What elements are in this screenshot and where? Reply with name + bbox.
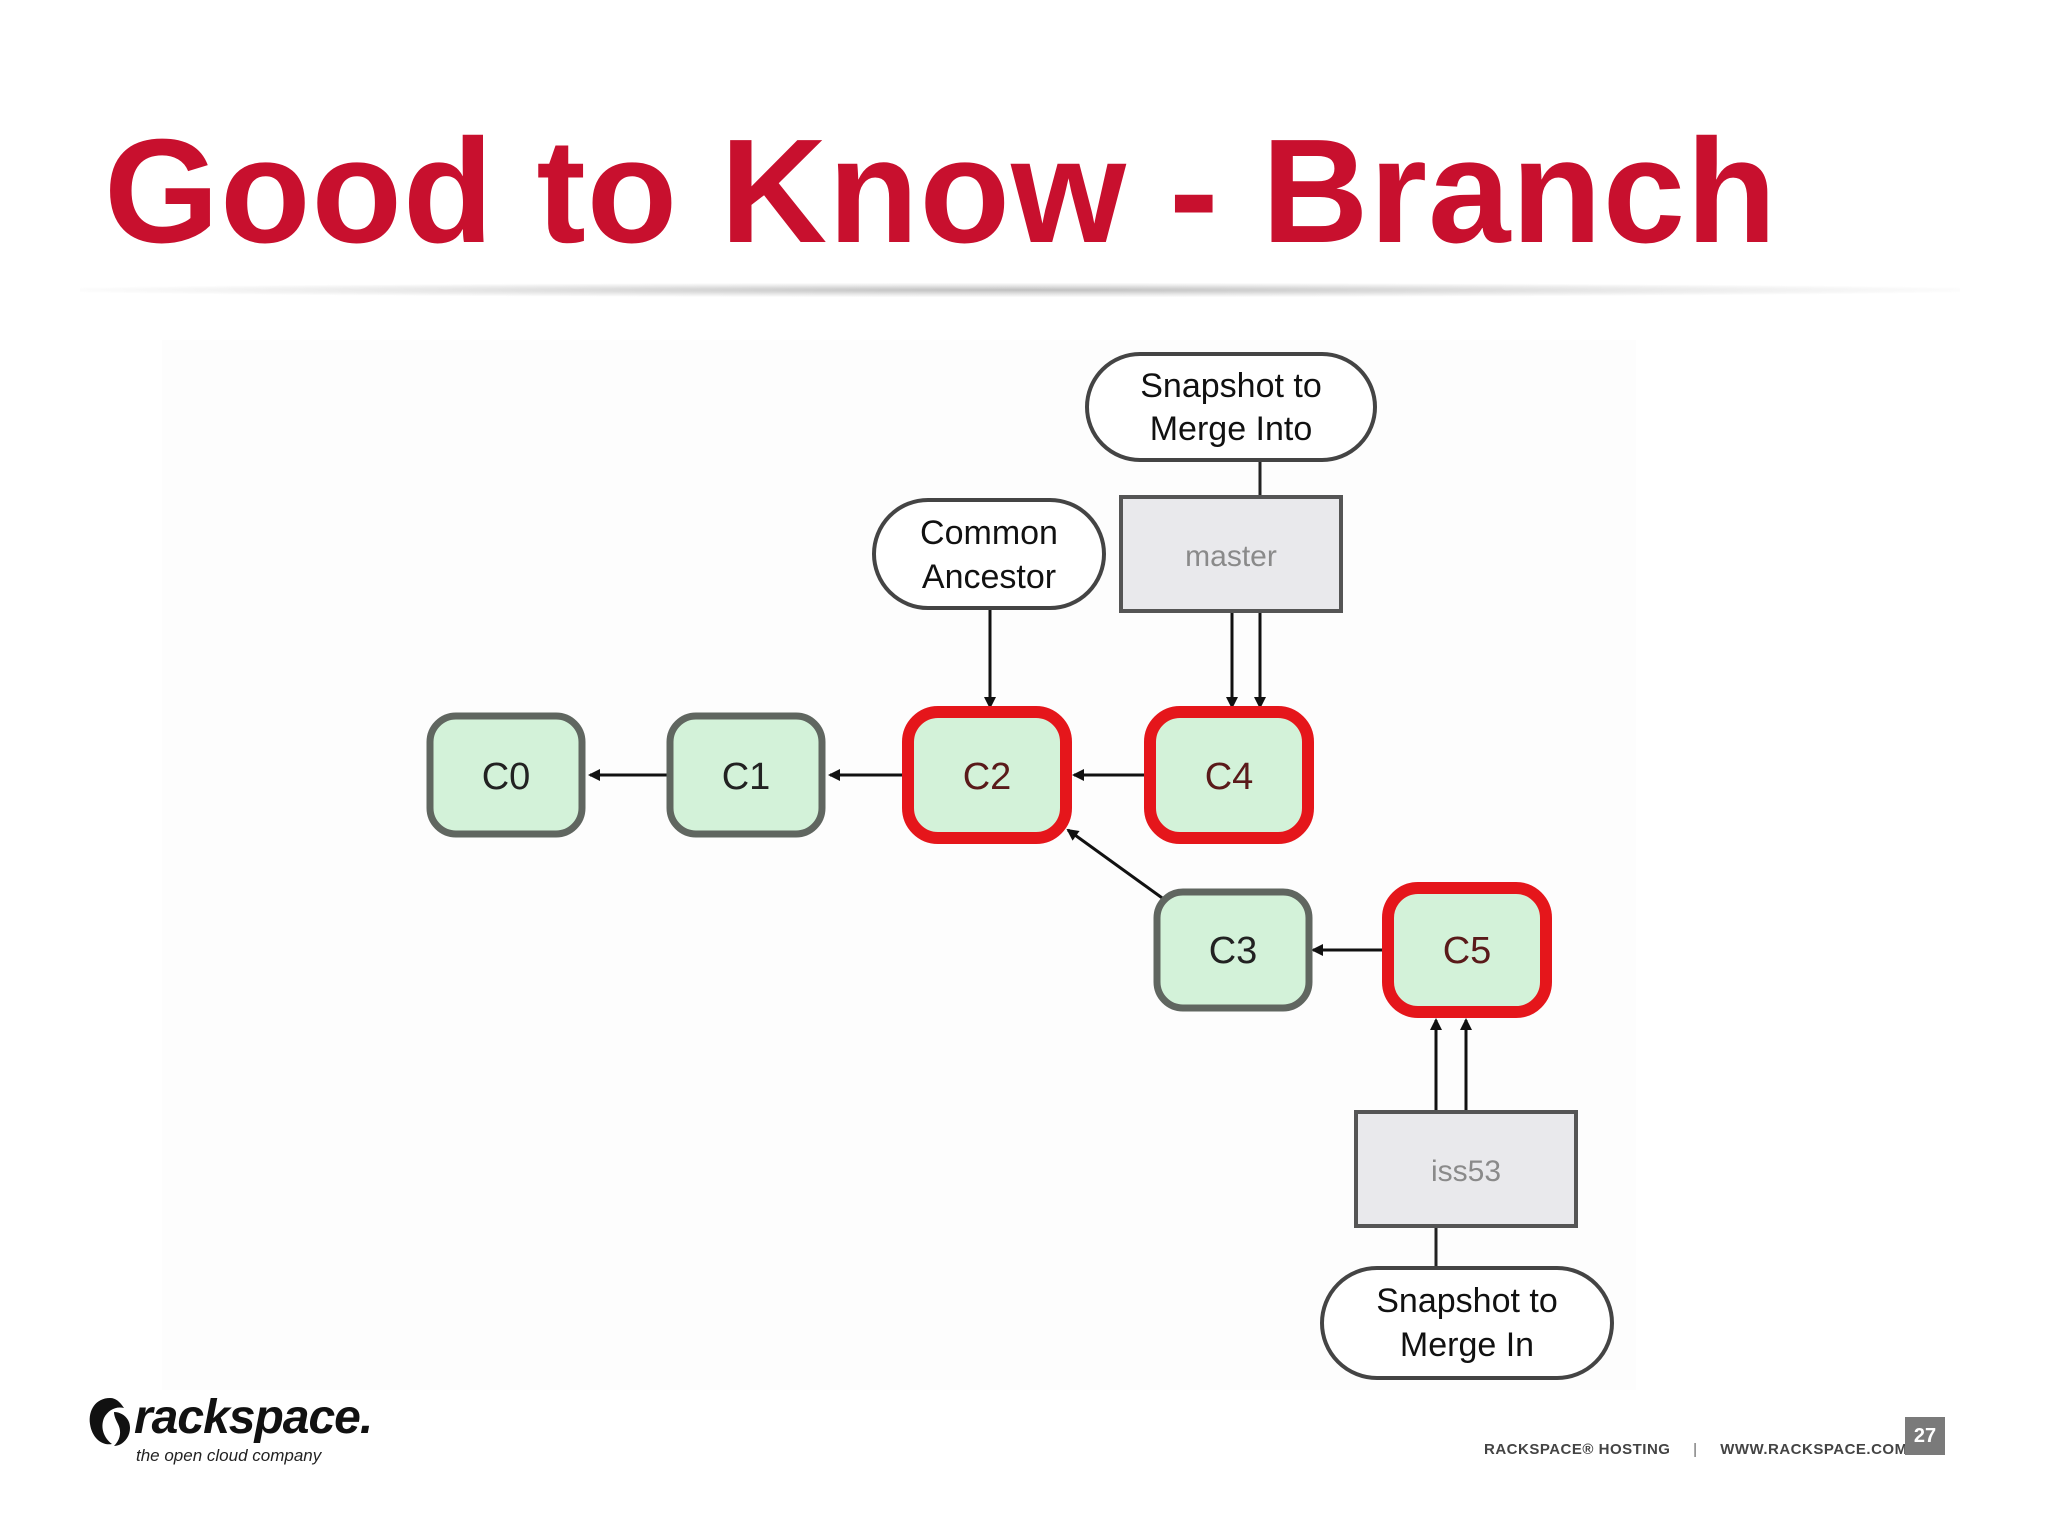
branch-master-label: master (1185, 540, 1277, 573)
branch-iss53: iss53 (1354, 1110, 1578, 1228)
commit-c2-label: C2 (963, 756, 1012, 798)
page-number: 27 (1905, 1417, 1945, 1455)
footer-company: RACKSPACE® HOSTING (1484, 1441, 1671, 1458)
callout-common-ancestor: Common Ancestor (872, 498, 1106, 610)
callout-ancestor-line2: Ancestor (922, 558, 1056, 596)
arrow-c3-to-c2 (1066, 828, 1166, 902)
branch-master: master (1119, 495, 1343, 613)
rackspace-logo-icon (89, 1398, 130, 1446)
callout-merge-in-line2: Merge In (1400, 1326, 1534, 1364)
commit-c3-label: C3 (1209, 930, 1258, 972)
commit-c4-label: C4 (1205, 756, 1254, 798)
callout-merge-into-line2: Merge Into (1150, 410, 1313, 448)
footer: RACKSPACE® HOSTING | WWW.RACKSPACE.COM (1484, 1441, 1908, 1458)
rackspace-tagline: the open cloud company (136, 1446, 322, 1465)
callout-merge-in-line1: Snapshot to (1376, 1282, 1557, 1320)
commit-c4: C4 (1144, 706, 1314, 844)
footer-separator: | (1693, 1441, 1698, 1458)
commit-c0-label: C0 (482, 756, 531, 798)
callout-merge-into-line1: Snapshot to (1140, 367, 1321, 405)
slide-title: Good to Know - Branch (104, 109, 1778, 274)
callout-ancestor-line1: Common (920, 514, 1058, 552)
commit-c1-label: C1 (722, 756, 771, 798)
footer-website: WWW.RACKSPACE.COM (1720, 1441, 1908, 1458)
commit-c0: C0 (426, 712, 586, 838)
commit-c5: C5 (1382, 882, 1552, 1018)
commit-c1: C1 (666, 712, 826, 838)
callout-merge-into: Snapshot to Merge Into (1085, 352, 1377, 462)
title-divider (80, 283, 1960, 297)
commit-c3: C3 (1153, 888, 1313, 1012)
rackspace-logo: rackspace. the open cloud company (84, 1391, 373, 1472)
commit-c2: C2 (902, 706, 1072, 844)
commit-c5-label: C5 (1443, 930, 1492, 972)
branch-iss53-label: iss53 (1431, 1155, 1501, 1188)
callout-merge-in: Snapshot to Merge In (1320, 1266, 1614, 1380)
rackspace-wordmark: rackspace. (134, 1391, 373, 1444)
